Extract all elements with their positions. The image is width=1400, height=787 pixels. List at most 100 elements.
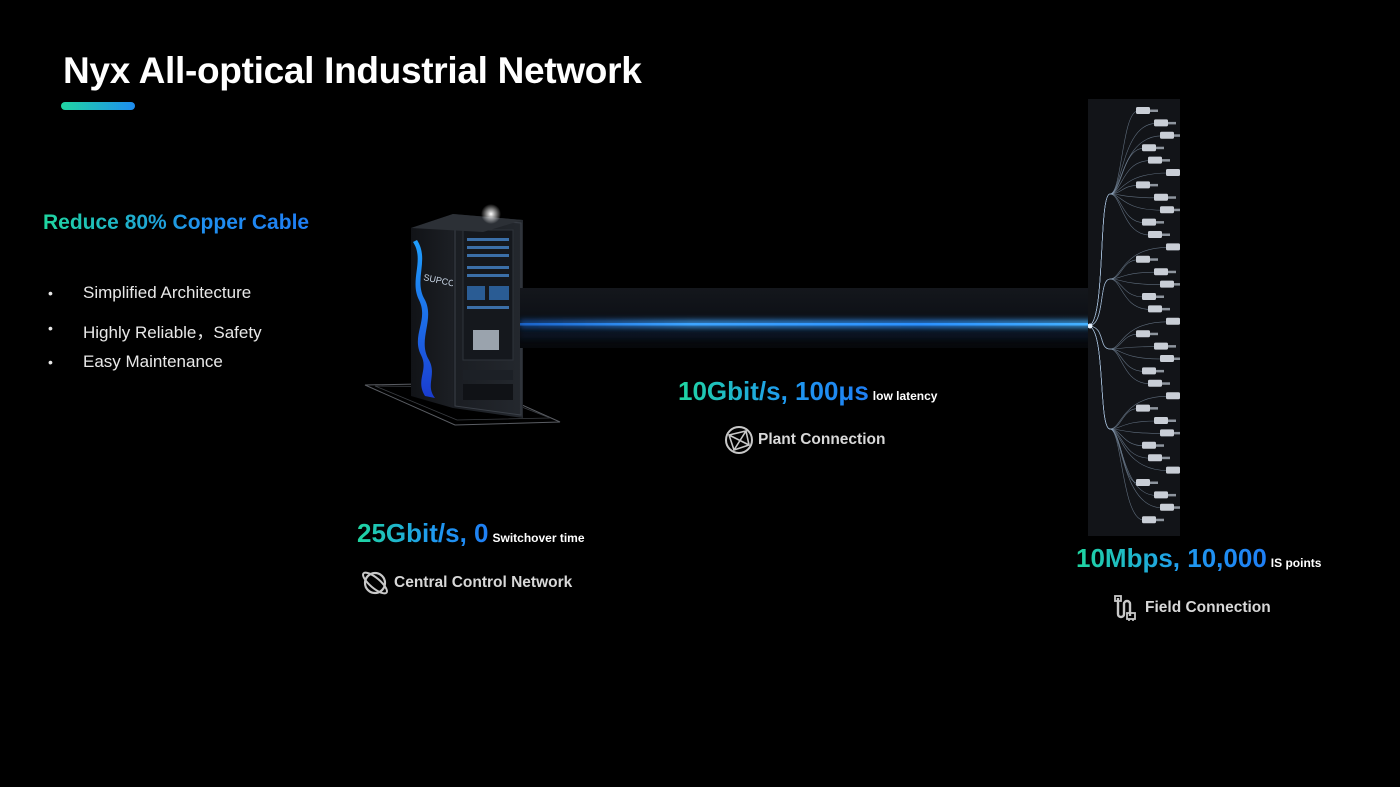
field-device [1142, 218, 1156, 226]
feature-text: Simplified Architecture [83, 283, 252, 302]
fiber-branch [1087, 185, 1139, 327]
control-cabinet-image: SUPCON [355, 200, 565, 430]
feature-text: Easy Maintenance [83, 352, 223, 371]
field-device [1166, 392, 1180, 400]
field-device [1136, 181, 1150, 189]
field-device-stem [1174, 134, 1182, 137]
field-device [1154, 119, 1168, 127]
field-device [1160, 355, 1174, 362]
fiber-branch [1087, 325, 1169, 430]
field-device-stem [1150, 407, 1158, 410]
bullet-marker: • [48, 285, 53, 301]
plant-metric-value: 10Gbit/s, 100μs [678, 376, 869, 406]
field-device-stem [1168, 345, 1176, 348]
field-device [1142, 293, 1156, 300]
field-metric-value: 10Mbps, 10,000 [1076, 543, 1267, 573]
field-device [1154, 268, 1168, 276]
field-device [1136, 107, 1150, 114]
feature-text: Highly Reliable，Safety [83, 322, 262, 342]
field-device-stem [1168, 196, 1176, 199]
bullet-marker: • [48, 354, 53, 370]
field-device-stem [1162, 159, 1170, 162]
feature-list: • Simplified Architecture • Highly Reliabl… [48, 283, 262, 387]
field-device [1142, 367, 1156, 375]
field-device [1148, 156, 1162, 164]
field-device [1166, 466, 1180, 474]
feature-item: • Simplified Architecture [48, 283, 262, 318]
plant-metric-note: low latency [872, 389, 938, 403]
field-device-stem [1174, 506, 1182, 509]
field-device [1160, 280, 1174, 288]
field-connection-text: Field Connection [1145, 599, 1271, 616]
field-device [1142, 441, 1156, 449]
field-device-stem [1150, 258, 1158, 261]
field-device [1142, 516, 1156, 524]
fiber-branch [1087, 193, 1151, 327]
central-connection-label: Central Control Network [360, 568, 572, 598]
page-title: Nyx All-optical Industrial Network [63, 50, 642, 91]
field-device-stem [1174, 431, 1182, 435]
fiber-entry-point [1087, 323, 1093, 329]
fiber-branch [1087, 259, 1139, 327]
field-device-stem [1162, 382, 1170, 385]
fiber-branch [1087, 325, 1139, 430]
optical-fiber-line [520, 288, 1092, 348]
field-device-stem [1168, 493, 1176, 497]
field-device [1136, 255, 1150, 263]
field-device [1142, 144, 1156, 152]
globe-network-icon [724, 425, 754, 455]
field-device [1136, 479, 1150, 486]
field-device [1160, 503, 1174, 511]
field-connection-label: Field Connection [1113, 594, 1271, 622]
field-device-stem [1162, 233, 1170, 236]
field-device-stem [1174, 208, 1182, 212]
bullet-marker: • [48, 319, 53, 336]
field-device-stem [1156, 444, 1164, 447]
field-device-stem [1156, 518, 1164, 522]
headline: Reduce 80% Copper Cable [43, 211, 310, 234]
central-metric-note: Switchover time [492, 531, 585, 545]
field-device-stem [1168, 121, 1176, 125]
fiber-branch [1087, 278, 1163, 327]
fiber-branch [1087, 278, 1145, 327]
fiber-branch [1087, 325, 1157, 430]
field-devices-image [1087, 99, 1188, 536]
field-device [1148, 454, 1162, 462]
field-device-stem [1174, 357, 1182, 360]
field-device-stem [1168, 419, 1176, 422]
field-device-stem [1150, 481, 1158, 484]
fiber-branch [1087, 278, 1151, 327]
field-device-stem [1150, 183, 1158, 187]
field-device-stem [1162, 307, 1170, 311]
plant-connection-label: Plant Connection [724, 425, 885, 455]
field-device [1166, 243, 1180, 251]
fiber-branch [1087, 325, 1151, 385]
field-device [1136, 330, 1150, 338]
field-device-stem [1150, 109, 1158, 112]
field-device [1166, 317, 1180, 325]
planet-icon [360, 568, 390, 598]
field-device [1148, 231, 1162, 238]
field-device-stem [1156, 221, 1164, 224]
field-device [1154, 491, 1168, 499]
fiber-branch [1087, 325, 1139, 350]
field-device-stem [1156, 295, 1164, 298]
field-device-stem [1150, 332, 1158, 336]
plug-cable-icon [1113, 594, 1141, 622]
field-device [1166, 169, 1180, 176]
field-device [1160, 206, 1174, 214]
field-device [1136, 404, 1150, 412]
field-device-stem [1174, 283, 1182, 286]
field-device-stem [1162, 456, 1170, 460]
plant-connection-text: Plant Connection [758, 431, 886, 448]
field-device [1154, 342, 1168, 350]
field-device [1148, 379, 1162, 387]
field-device [1154, 417, 1168, 424]
fiber-branch [1087, 147, 1145, 327]
field-device [1160, 429, 1174, 437]
field-device [1154, 193, 1168, 201]
feature-item: • Easy Maintenance [48, 352, 262, 387]
